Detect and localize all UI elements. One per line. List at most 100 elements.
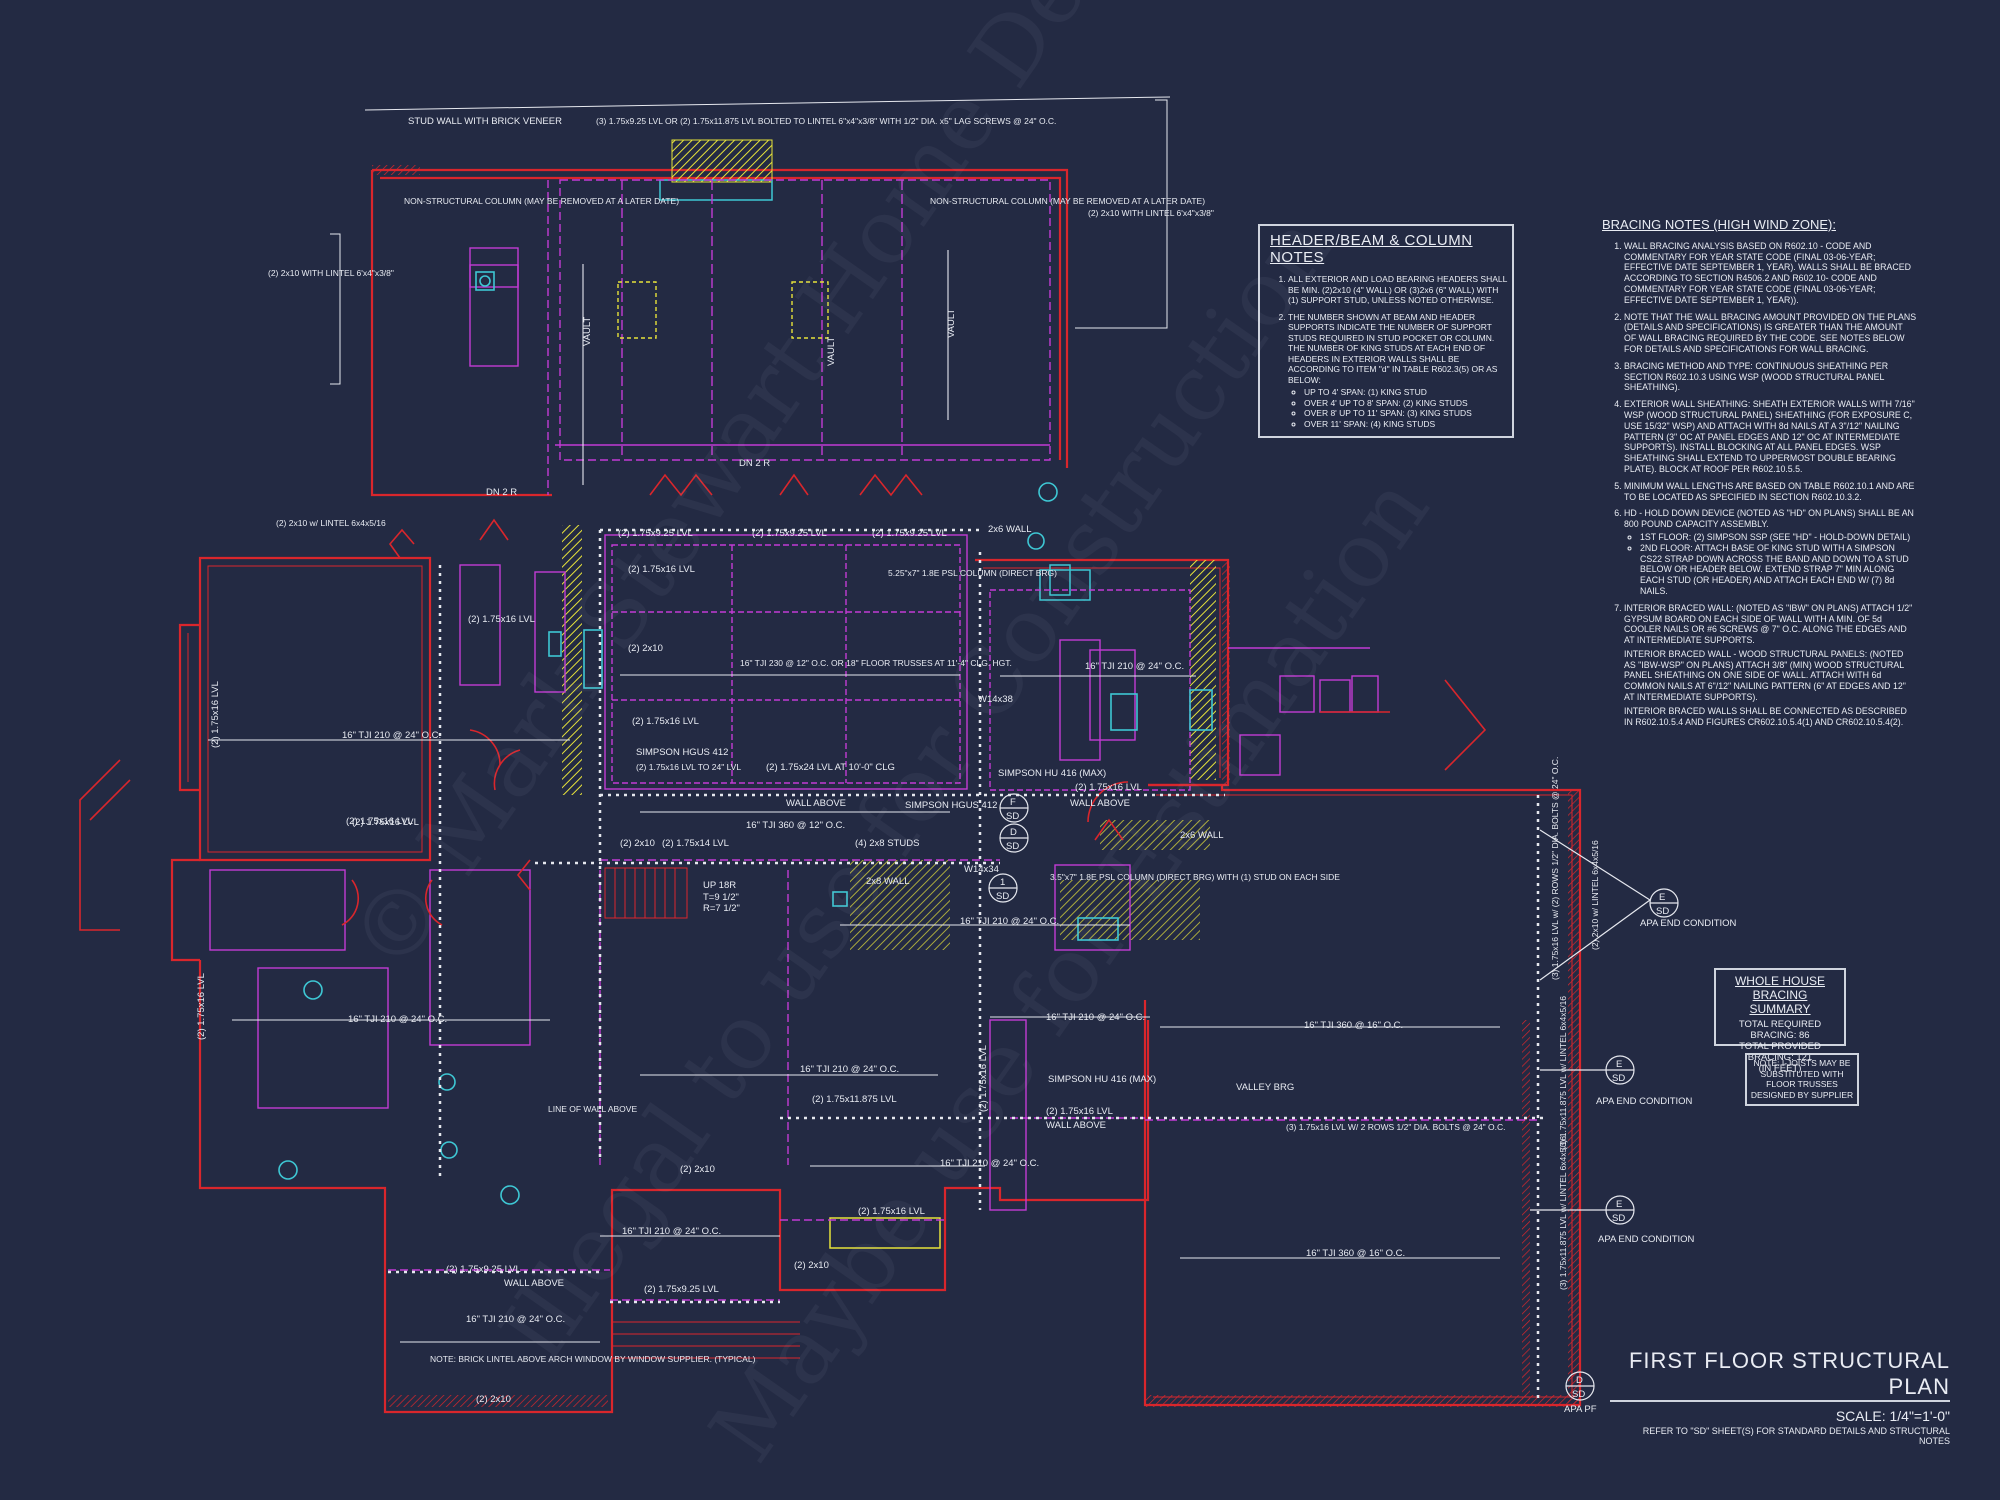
label-lvl16-h: (2) 1.75x16 LVL bbox=[346, 816, 413, 827]
label-lvl925-a: (2) 1.75x9.25 LVL bbox=[618, 528, 693, 539]
label-hgus: SIMPSON HGUS 412 bbox=[636, 747, 728, 758]
label-hu416-b: SIMPSON HU 416 (MAX) bbox=[1048, 1074, 1156, 1085]
label-tji210-f: 16" TJI 210 @ 24" O.C. bbox=[800, 1064, 899, 1075]
label-2x8-studs: (4) 2x8 STUDS bbox=[855, 838, 919, 849]
label-lvl-vert-b: (3) 1.75x11.875 LVL w/ LINTEL 6x4x5/16 bbox=[1558, 1136, 1568, 1290]
label-lvl925-e: (2) 1.75x9.25 LVL bbox=[644, 1284, 719, 1295]
label-bolts16: (3) 1.75x16 LVL W/ 2 ROWS 1/2" DIA. BOLT… bbox=[1286, 1122, 1506, 1132]
beams bbox=[208, 250, 1500, 1343]
label-wall-above-a: WALL ABOVE bbox=[786, 798, 846, 809]
label-w14x34: W14x34 bbox=[964, 864, 999, 875]
label-stair-t: T=9 1/2" bbox=[703, 892, 739, 903]
bracing-note-2: NOTE THAT THE WALL BRACING AMOUNT PROVID… bbox=[1624, 312, 1917, 355]
label-lvl16-to-24: (2) 1.75x16 LVL TO 24" LVL bbox=[636, 762, 741, 772]
king-stud-4: OVER 11' SPAN: (4) KING STUDS bbox=[1304, 419, 1508, 430]
tag-sd-e: SD bbox=[1006, 811, 1019, 822]
bracing-note-7-1: INTERIOR BRACED WALL - WOOD STRUCTURAL P… bbox=[1624, 648, 1906, 703]
label-2x10-c: (2) 2x10 bbox=[680, 1164, 715, 1175]
label-tji210-g: 16" TJI 210 @ 24" O.C. bbox=[940, 1158, 1039, 1169]
label-apa-end-b: APA END CONDITION bbox=[1596, 1096, 1693, 1107]
label-up18r: UP 18R bbox=[703, 880, 736, 891]
header-note-2: THE NUMBER SHOWN AT BEAM AND HEADER SUPP… bbox=[1288, 312, 1508, 430]
label-vault-a: VAULT bbox=[582, 317, 593, 346]
bracing-provided: TOTAL PROVIDED BRACING: 121 bbox=[1739, 1041, 1821, 1063]
door-swings bbox=[79, 473, 1487, 931]
bracing-unit: (IN FEET) bbox=[1758, 1063, 1802, 1074]
hold-down-1: 1ST FLOOR: (2) SIMPSON SSP (SEE "HD" - H… bbox=[1640, 532, 1917, 543]
label-lvl14: (2) 1.75x14 LVL bbox=[662, 838, 729, 849]
tag-sd-a: SD bbox=[1656, 906, 1669, 917]
label-lvl925-d: (2) 1.75x9.25 LVL bbox=[446, 1264, 521, 1275]
label-bolts-vert: (3) 1.75x16 LVL w/ (2) ROWS 1/2" DIA. BO… bbox=[1550, 757, 1560, 980]
plan-labels: STUD WALL WITH BRICK VENEER (3) 1.75x9.2… bbox=[268, 116, 1737, 1415]
label-lvl24: (2) 1.75x24 LVL AT 10'-0" CLG bbox=[766, 762, 895, 773]
tag-d-2: D bbox=[1010, 827, 1017, 838]
tag-sd-f: SD bbox=[1006, 841, 1019, 852]
header-note-2-text: THE NUMBER SHOWN AT BEAM AND HEADER SUPP… bbox=[1288, 311, 1498, 385]
label-tji210-a: 16" TJI 210 @ 24" O.C. bbox=[1085, 661, 1184, 672]
label-lvl16-vert: (2) 1.75x16 LVL bbox=[210, 681, 221, 748]
king-stud-2: OVER 4' UP TO 8' SPAN: (2) KING STUDS bbox=[1304, 398, 1508, 409]
joist-note: NOTE: I-JOISTS MAY BE SUBSTITUTED WITH F… bbox=[1745, 1053, 1859, 1106]
label-lintel-left: (2) 2x10 WITH LINTEL 6'x4"x3/8" bbox=[268, 268, 394, 278]
tag-sd-c: SD bbox=[1612, 1213, 1625, 1224]
bracing-note-6-text: HD - HOLD DOWN DEVICE (NOTED AS "HD" ON … bbox=[1624, 508, 1914, 530]
label-lvl-top: (3) 1.75x9.25 LVL OR (2) 1.75x11.875 LVL… bbox=[596, 116, 1056, 126]
section-tags bbox=[988, 793, 1679, 1401]
label-2x10-d: (2) 2x10 bbox=[794, 1260, 829, 1271]
label-lvl16-vert3: (2) 1.75x16 LVL bbox=[978, 1045, 989, 1112]
label-tji210-b: 16" TJI 210 @ 24" O.C. bbox=[342, 730, 441, 741]
hold-down-2: 2ND FLOOR: ATTACH BASE OF KING STUD WITH… bbox=[1640, 543, 1917, 597]
tag-e-a: E bbox=[1659, 892, 1665, 903]
label-brick-note: NOTE: BRICK LINTEL ABOVE ARCH WINDOW BY … bbox=[430, 1354, 756, 1364]
sheet-title-block: FIRST FLOOR STRUCTURAL PLAN SCALE: 1/4"=… bbox=[1610, 1348, 1950, 1446]
vertical-labels: (2) 1.75x16 LVL (2) 1.75x16 LVL (2) 1.75… bbox=[196, 681, 1600, 1290]
label-valley: VALLEY BRG bbox=[1236, 1082, 1294, 1093]
bracing-note-7-text: INTERIOR BRACED WALL: (NOTED AS "IBW" ON… bbox=[1624, 602, 1913, 646]
label-stair-r: R=7 1/2" bbox=[703, 903, 740, 914]
sheet-scale: SCALE: 1/4"=1'-0" bbox=[1835, 1408, 1950, 1424]
bracing-note-last: INTERIOR BRACED WALLS SHALL BE CONNECTED… bbox=[1624, 705, 1907, 727]
tag-sd-b: SD bbox=[1612, 1073, 1625, 1084]
header-notes-title: HEADER/BEAM & COLUMN NOTES bbox=[1270, 232, 1473, 266]
label-psl-col2: 3.5"x7" 1.8E PSL COLUMN (DIRECT BRG) WIT… bbox=[1050, 872, 1340, 882]
label-line-wall: LINE OF WALL ABOVE bbox=[548, 1104, 637, 1114]
sheet-title: FIRST FLOOR STRUCTURAL PLAN bbox=[1610, 1348, 1950, 1402]
label-tji360-c: 16" TJI 360 @ 16" O.C. bbox=[1306, 1248, 1405, 1259]
label-lintel-w: (2) 2x10 w/ LINTEL 6x4x5/16 bbox=[276, 518, 386, 528]
bracing-note-3: BRACING METHOD AND TYPE: CONTINUOUS SHEA… bbox=[1624, 361, 1917, 393]
label-2x8-wall: 2x8 WALL bbox=[866, 876, 909, 887]
tag-1: 1 bbox=[1000, 877, 1005, 888]
label-tji360-a: 16" TJI 360 @ 12" O.C. bbox=[746, 820, 845, 831]
bracing-note-4: EXTERIOR WALL SHEATHING: SHEATH EXTERIOR… bbox=[1624, 399, 1917, 475]
king-stud-3: OVER 8' UP TO 11' SPAN: (3) KING STUDS bbox=[1304, 408, 1508, 419]
label-lvl16-a: (2) 1.75x16 LVL bbox=[628, 564, 695, 575]
label-lvl925-b: (2) 1.75x9.25 LVL bbox=[752, 528, 827, 539]
label-dn2r-a: DN 2 R bbox=[739, 458, 770, 469]
tag-e-b: E bbox=[1616, 1059, 1622, 1070]
label-tji210-c: 16" TJI 210 @ 24" O.C. bbox=[960, 916, 1059, 927]
label-lvl16-b: (2) 1.75x16 LVL bbox=[468, 614, 535, 625]
bracing-note-7: INTERIOR BRACED WALL: (NOTED AS "IBW" ON… bbox=[1624, 603, 1917, 728]
label-2x10-a: (2) 2x10 bbox=[628, 643, 663, 654]
label-lvl16-d: (2) 1.75x16 LVL bbox=[1075, 782, 1142, 793]
label-2x10-b: (2) 2x10 bbox=[620, 838, 655, 849]
label-lvl925-c: (2) 1.75x9.25 LVL bbox=[872, 528, 947, 539]
label-2x6-wall-b: 2x6 WALL bbox=[1180, 830, 1223, 841]
tag-d: D bbox=[1576, 1375, 1583, 1386]
label-lvl16-g: (2) 1.75x16 LVL bbox=[858, 1206, 925, 1217]
label-lintel-right: (2) 2x10 WITH LINTEL 6'x4"x3/8" bbox=[1088, 208, 1214, 218]
bracing-note-6: HD - HOLD DOWN DEVICE (NOTED AS "HD" ON … bbox=[1624, 508, 1917, 596]
label-tji230: 16" TJI 230 @ 12" O.C. OR 18" FLOOR TRUS… bbox=[740, 658, 1012, 668]
bracing-summary-title: WHOLE HOUSE BRACING SUMMARY bbox=[1734, 974, 1825, 1016]
label-lintel-vert: (2) 2x10 w/ LINTEL 6x4x5/16 bbox=[1590, 840, 1600, 950]
bracing-notes-list: WALL BRACING ANALYSIS BASED ON R602.10 -… bbox=[1602, 241, 1917, 728]
label-hu416-a: SIMPSON HU 416 (MAX) bbox=[998, 768, 1106, 779]
label-tji210-i: 16" TJI 210 @ 24" O.C. bbox=[466, 1314, 565, 1325]
label-nonstruct-left: NON-STRUCTURAL COLUMN (MAY BE REMOVED AT… bbox=[404, 196, 679, 206]
label-lvl16-f: (2) 1.75x16 LVL bbox=[1046, 1106, 1113, 1117]
label-tji210-d: 16" TJI 210 @ 24" O.C. bbox=[1046, 1012, 1145, 1023]
label-hgus2: SIMPSON HGUS 412 bbox=[905, 800, 997, 811]
hold-down-list: 1ST FLOOR: (2) SIMPSON SSP (SEE "HD" - H… bbox=[1624, 532, 1917, 597]
